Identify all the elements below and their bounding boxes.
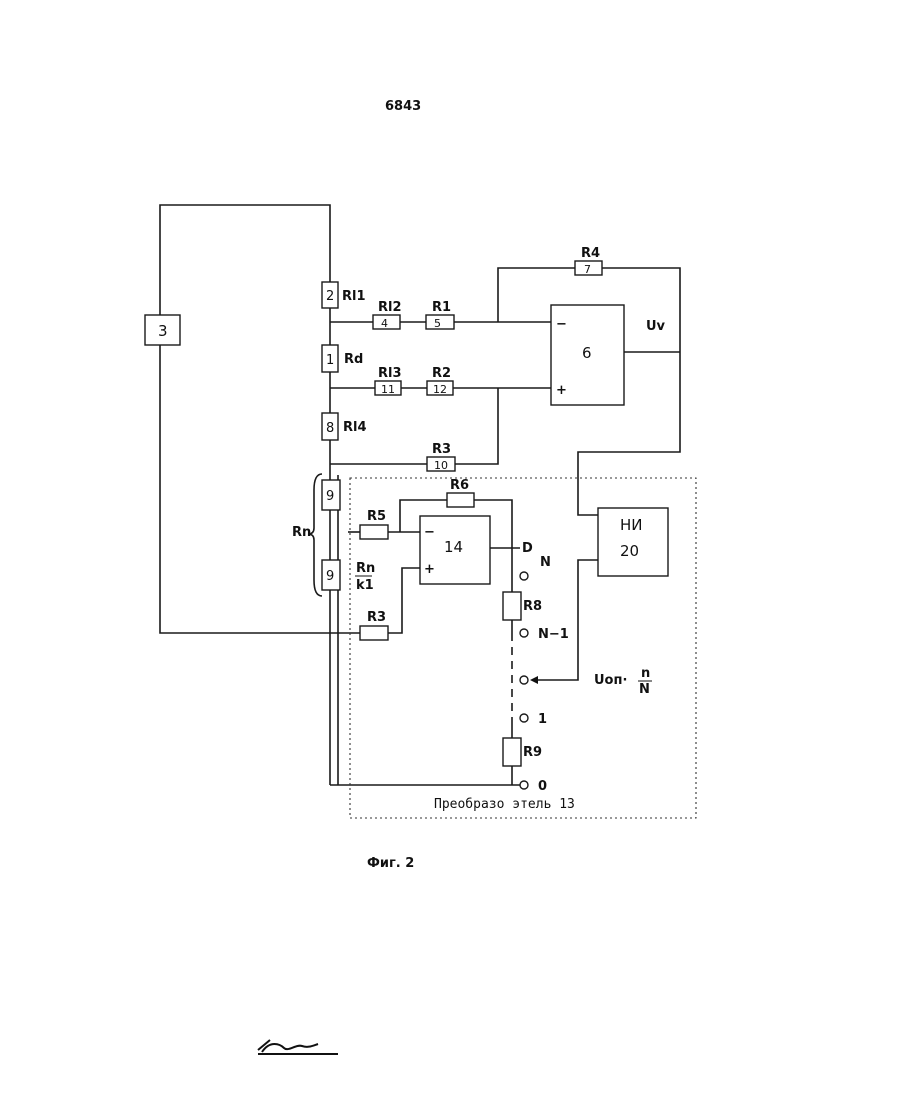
component-2-label: 2 <box>326 289 334 304</box>
opamp-14-plus: + <box>424 562 435 577</box>
label-rl1: Rl1 <box>342 289 366 304</box>
wire-top-loop <box>160 205 330 315</box>
resistor-10-label: 10 <box>434 459 448 472</box>
label-rd: Rd <box>344 352 363 367</box>
label-rn: Rn <box>292 525 311 540</box>
label-r4: R4 <box>581 246 600 261</box>
terminal-0 <box>520 781 528 789</box>
label-term-0: 0 <box>538 779 547 794</box>
opamp-6-plus: + <box>556 383 567 398</box>
resistor-7-label: 7 <box>584 263 591 276</box>
label-r2: R2 <box>432 366 451 381</box>
terminal-n <box>520 572 528 580</box>
resistor-r8 <box>503 592 521 620</box>
wire-r3-to-plus <box>455 388 498 464</box>
label-uv: Uv <box>646 319 666 334</box>
block-20-label: 20 <box>620 542 639 560</box>
label-rl2: Rl2 <box>378 300 402 315</box>
terminal-tap <box>520 676 528 684</box>
component-1-label: 1 <box>326 353 334 368</box>
figure-caption: Фиг. 2 <box>367 856 414 871</box>
label-term-n1: N−1 <box>538 627 569 642</box>
label-uon-num: n <box>641 666 650 681</box>
opamp-6-label: 6 <box>582 344 592 362</box>
component-9a-label: 9 <box>326 489 334 504</box>
opamp-6-minus: − <box>556 317 567 332</box>
tap-arrowhead <box>530 676 538 684</box>
resistor-r5 <box>360 525 388 539</box>
label-r5: R5 <box>367 509 386 524</box>
page-number: 6843 <box>385 99 421 114</box>
converter-label: Преобразо этель 13 <box>434 797 575 812</box>
label-uon-den: N <box>639 682 650 697</box>
component-8-label: 8 <box>326 421 334 436</box>
label-r8: R8 <box>523 599 542 614</box>
signature-mark <box>258 1040 318 1052</box>
label-rl3: Rl3 <box>378 366 402 381</box>
component-9b-label: 9 <box>326 569 334 584</box>
resistor-r6 <box>447 493 474 507</box>
resistor-r9 <box>503 738 521 766</box>
resistor-5-label: 5 <box>434 317 441 330</box>
resistor-r3-bottom <box>360 626 388 640</box>
label-rl4: Rl4 <box>343 420 367 435</box>
label-r1: R1 <box>432 300 451 315</box>
label-d: D <box>522 541 533 556</box>
terminal-n1 <box>520 629 528 637</box>
resistor-12-label: 12 <box>433 383 447 396</box>
label-term-1: 1 <box>538 712 547 727</box>
wire-ni-to-tap <box>535 560 598 680</box>
label-r6: R6 <box>450 478 469 493</box>
wire-r3-to-plus14 <box>388 568 420 633</box>
terminal-1 <box>520 714 528 722</box>
resistor-4-label: 4 <box>381 317 388 330</box>
block-ni-label: НИ <box>620 516 643 534</box>
label-rn-k1-den: k1 <box>356 578 374 593</box>
label-r3-top: R3 <box>432 442 451 457</box>
label-r9: R9 <box>523 745 542 760</box>
label-uon: Uоп· <box>594 673 627 688</box>
opamp-14-minus: − <box>424 525 435 540</box>
label-rn-k1-num: Rn <box>356 561 375 576</box>
label-r3-bottom: R3 <box>367 610 386 625</box>
opamp-14-label: 14 <box>444 538 463 556</box>
block-3-label: 3 <box>158 322 168 340</box>
resistor-11-label: 11 <box>381 383 395 396</box>
label-term-n: N <box>540 555 551 570</box>
